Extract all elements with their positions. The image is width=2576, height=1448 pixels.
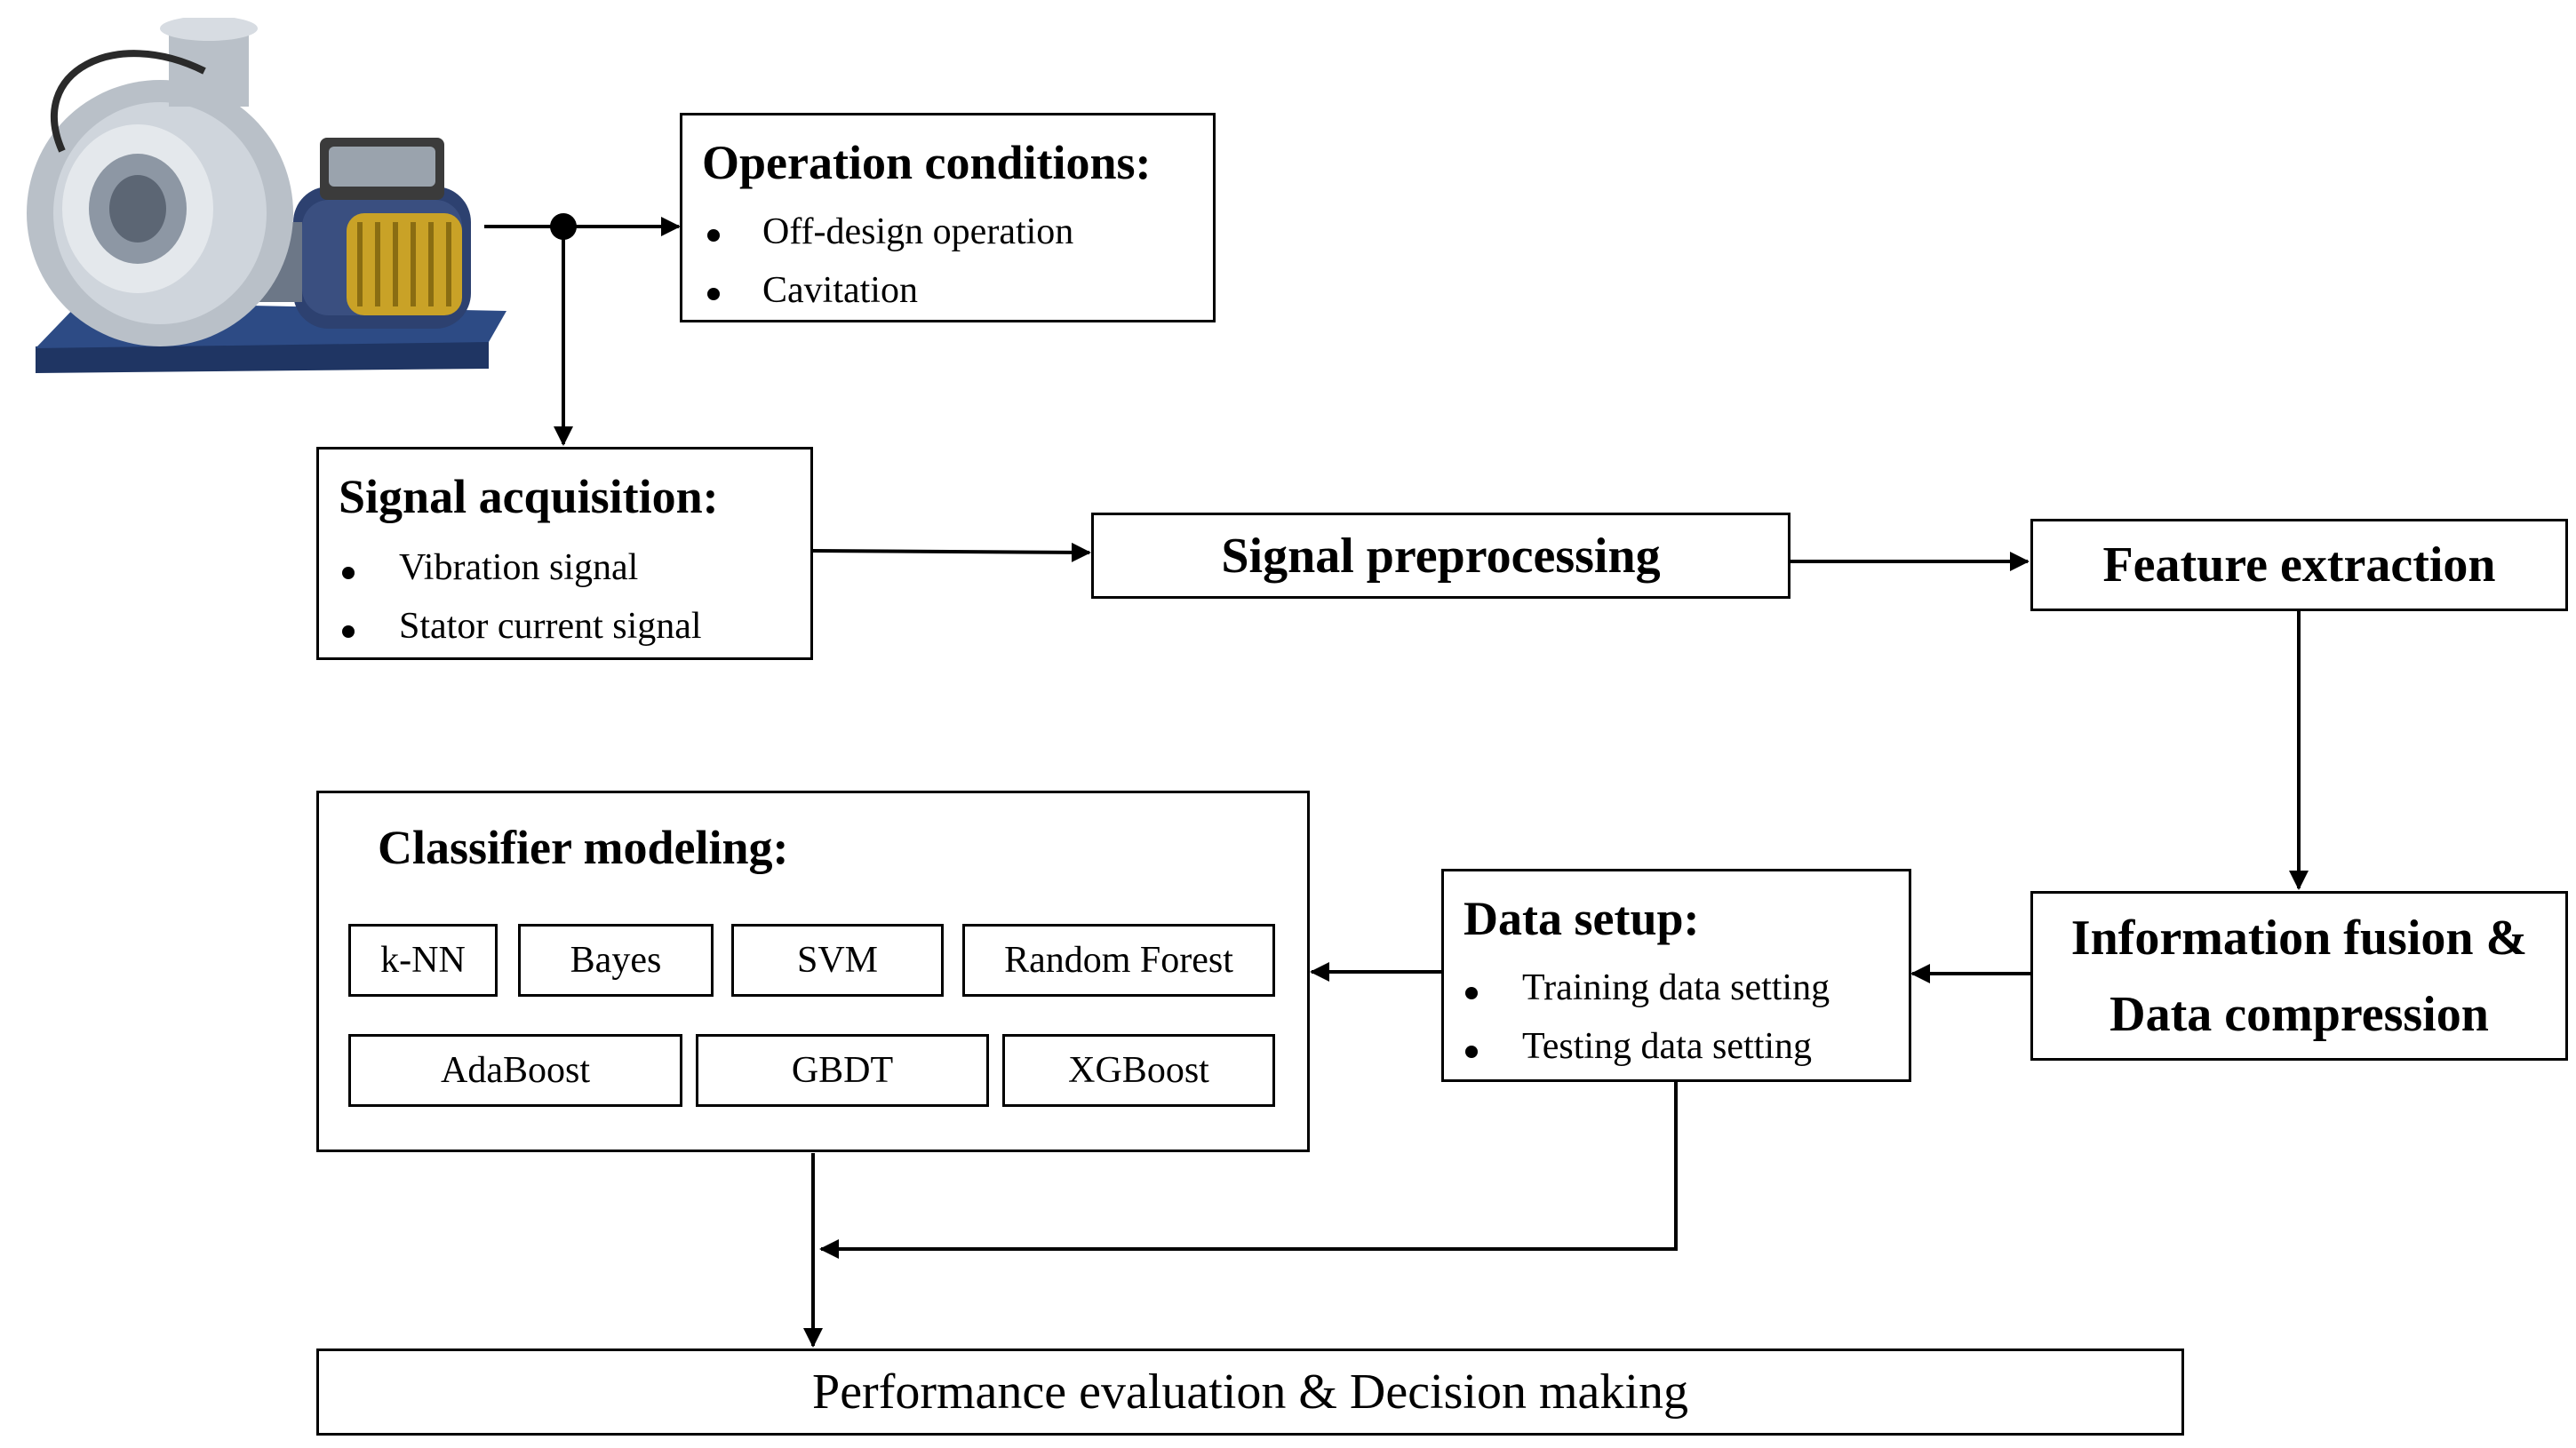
classifier-gbdt: GBDT [696,1034,989,1107]
classifier-xgboost: XGBoost [1002,1034,1275,1107]
bullet-icon [342,625,355,638]
classifier-knn: k-NN [348,924,498,997]
classifier-adaboost: AdaBoost [348,1034,682,1107]
information-fusion-box: Information fusion & Data compression [2030,891,2568,1061]
information-fusion-line2: Data compression [2109,986,2489,1042]
list-item: Cavitation [707,261,1073,320]
classifier-svm: SVM [731,924,944,997]
bullet-icon [1465,987,1478,999]
list-item: Off-design operation [707,203,1073,261]
classifier-random-forest: Random Forest [962,924,1275,997]
operation-conditions-title: Operation conditions: [702,136,1152,189]
list-item: Training data setting [1465,959,1830,1017]
data-setup-title: Data setup: [1463,892,1700,945]
data-setup-list: Training data setting Testing data setti… [1465,959,1830,1076]
feature-extraction-box: Feature extraction [2030,519,2568,611]
classifier-modeling-box: Classifier modeling: [316,791,1310,1152]
signal-acquisition-list: Vibration signal Stator current signal [342,538,702,656]
bullet-icon [342,567,355,579]
signal-acquisition-title: Signal acquisition: [339,470,719,523]
list-item: Stator current signal [342,597,702,656]
list-item: Testing data setting [1465,1017,1830,1076]
performance-evaluation-box: Performance evaluation & Decision making [316,1349,2184,1436]
signal-preprocessing-label: Signal preprocessing [1221,528,1661,584]
signal-acquisition-box: Signal acquisition: Vibration signal Sta… [316,447,813,660]
arrow-datasetup-to-evaluation [819,1082,1678,1259]
operation-conditions-list: Off-design operation Cavitation [707,203,1073,320]
feature-extraction-label: Feature extraction [2102,537,2496,593]
signal-preprocessing-box: Signal preprocessing [1091,513,1790,599]
operation-conditions-box: Operation conditions: Off-design operati… [680,113,1216,322]
classifier-bayes: Bayes [518,924,714,997]
bullet-icon [707,229,720,242]
centrifugal-pump-icon [27,18,506,373]
junction-dot [550,213,577,240]
performance-evaluation-label: Performance evaluation & Decision making [812,1364,1688,1420]
list-item: Vibration signal [342,538,702,597]
bullet-icon [707,288,720,300]
classifier-modeling-title: Classifier modeling: [378,821,789,874]
information-fusion-line1: Information fusion & [2070,910,2528,966]
bullet-icon [1465,1046,1478,1058]
arrow-acquisition-to-preprocessing [812,542,1091,562]
data-setup-box: Data setup: Training data setting Testin… [1441,869,1911,1082]
